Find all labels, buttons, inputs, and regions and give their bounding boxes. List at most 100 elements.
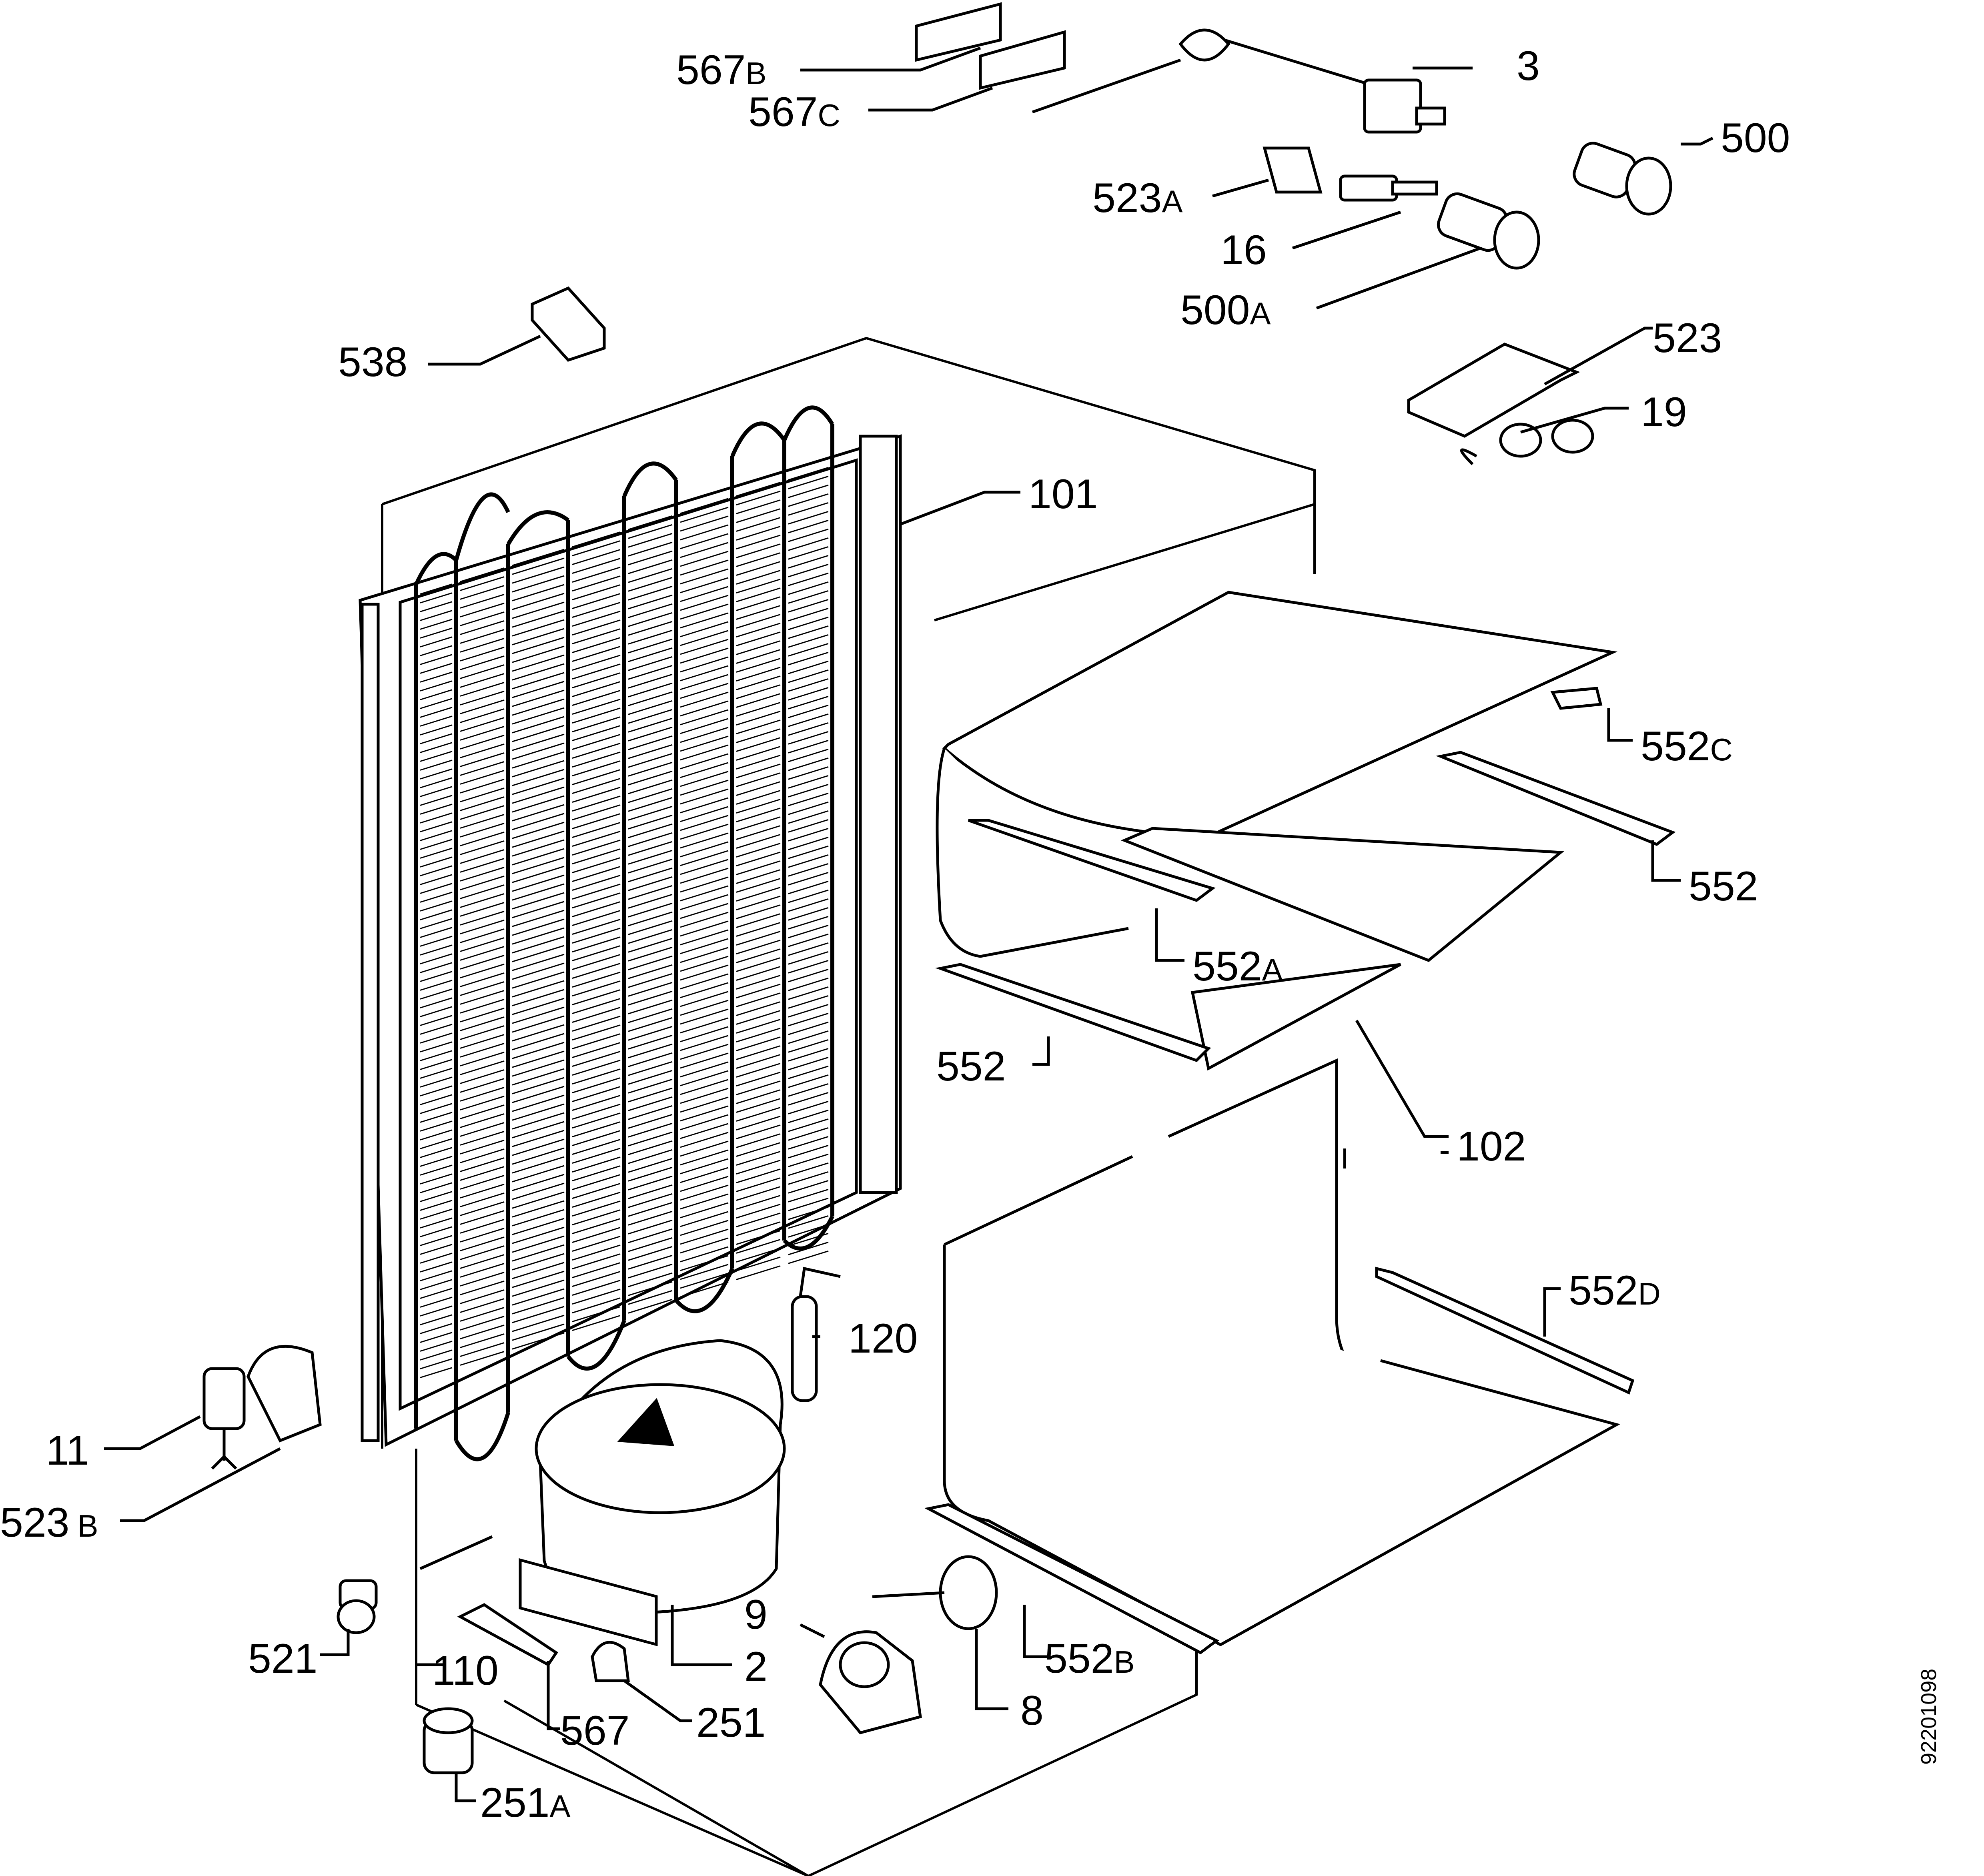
condenser-fin — [460, 805, 505, 820]
condenser-fin — [736, 1054, 781, 1069]
condenser-fin — [572, 892, 621, 909]
condenser-fin — [420, 980, 453, 991]
condenser-fin — [460, 743, 505, 758]
condenser-fin — [420, 1358, 453, 1369]
condenser-fin — [628, 1008, 673, 1023]
condenser-fin — [788, 1162, 829, 1176]
condenser-fin — [680, 1132, 729, 1148]
condenser-fin — [628, 938, 673, 953]
condenser-fin — [628, 691, 673, 706]
condenser-fin — [680, 1149, 729, 1166]
condenser-fin — [512, 557, 565, 575]
condenser-fin — [788, 687, 829, 701]
condenser-fin — [420, 680, 453, 691]
condenser-fin — [460, 734, 505, 750]
condenser-fin — [512, 549, 565, 566]
condenser-fin — [736, 948, 781, 964]
condenser-fin — [572, 646, 621, 662]
condenser-fin — [788, 1048, 829, 1062]
condenser-fin — [420, 768, 453, 780]
condenser-fin — [420, 936, 453, 947]
condenser-fin — [420, 1059, 453, 1070]
condenser-fin — [460, 1298, 505, 1313]
label-9: 9 — [744, 1591, 768, 1638]
condenser-fin — [420, 716, 453, 727]
condenser-fin — [788, 889, 829, 903]
label-101: 101 — [1028, 471, 1098, 517]
condenser-fin — [788, 1021, 829, 1035]
condenser-fin — [460, 1034, 505, 1049]
condenser-fin — [788, 1030, 829, 1044]
condenser-fin — [628, 559, 673, 574]
condenser-fin — [680, 885, 729, 902]
condenser-fin — [572, 963, 621, 979]
condenser-fin — [460, 752, 505, 767]
condenser-fin — [788, 572, 829, 586]
condenser-fin — [460, 1095, 505, 1110]
condenser-fin — [680, 850, 729, 866]
condenser-fin — [680, 788, 729, 805]
condenser-fin — [680, 1237, 729, 1254]
condenser-fin — [572, 1297, 621, 1314]
condenser-fin — [572, 866, 621, 882]
condenser-fin — [512, 1262, 565, 1279]
condenser-fin — [420, 865, 453, 876]
condenser-fin — [512, 1174, 565, 1191]
condenser-fin — [628, 814, 673, 830]
label-552c: 552C — [1641, 723, 1733, 770]
condenser-fin — [680, 603, 729, 620]
condenser-fin — [512, 1042, 565, 1059]
condenser-fin — [420, 1191, 453, 1202]
condenser-fin — [512, 1235, 565, 1253]
condenser-fin — [628, 621, 673, 636]
condenser-fin — [680, 947, 729, 963]
condenser-fin — [460, 1254, 505, 1269]
condenser-fin — [572, 1077, 621, 1094]
condenser-fin — [680, 498, 729, 514]
condenser-fin — [788, 1206, 829, 1220]
condenser-fin — [512, 1279, 565, 1297]
condenser-fin — [460, 1289, 505, 1304]
interior-liner — [924, 591, 1676, 1655]
condenser-fin — [788, 695, 829, 710]
condenser-fin — [680, 868, 729, 884]
condenser-fin — [628, 1114, 673, 1129]
condenser-fin — [680, 1088, 729, 1104]
condenser-fin — [736, 675, 781, 691]
condenser-fin — [736, 1063, 781, 1078]
condenser-fin — [460, 770, 505, 785]
condenser-fin — [736, 869, 781, 884]
condenser-fin — [460, 1051, 505, 1066]
condenser-fin — [572, 1306, 621, 1323]
condenser-fin — [628, 1228, 673, 1243]
condenser-fin — [680, 736, 729, 752]
condenser-fin — [788, 907, 829, 921]
condenser-fin — [680, 991, 729, 1007]
condenser-fin — [572, 558, 621, 574]
condenser-fin — [460, 699, 505, 714]
condenser-fin — [680, 718, 729, 734]
condenser-fin — [680, 1052, 729, 1069]
condenser-fin — [736, 1177, 781, 1193]
condenser-fin — [736, 904, 781, 920]
condenser-fin — [572, 1007, 621, 1023]
condenser-fin — [460, 1342, 505, 1357]
condenser-fin — [788, 775, 829, 789]
condenser-fin — [788, 484, 829, 498]
condenser-fin — [460, 585, 505, 600]
condenser-fin — [572, 954, 621, 970]
condenser-fin — [680, 542, 729, 558]
condenser-fin — [680, 1114, 729, 1130]
condenser-fin — [628, 656, 673, 671]
condenser-fin — [572, 1086, 621, 1102]
condenser-fin — [420, 786, 453, 797]
condenser-fin — [460, 1148, 505, 1163]
condenser-fin — [680, 665, 729, 681]
condenser-fin — [460, 602, 505, 617]
condenser-fin — [628, 612, 673, 627]
condenser-fin — [460, 761, 505, 776]
condenser-fin — [680, 674, 729, 690]
grommet-521 — [337, 1579, 378, 1634]
condenser-fin — [788, 1039, 829, 1053]
